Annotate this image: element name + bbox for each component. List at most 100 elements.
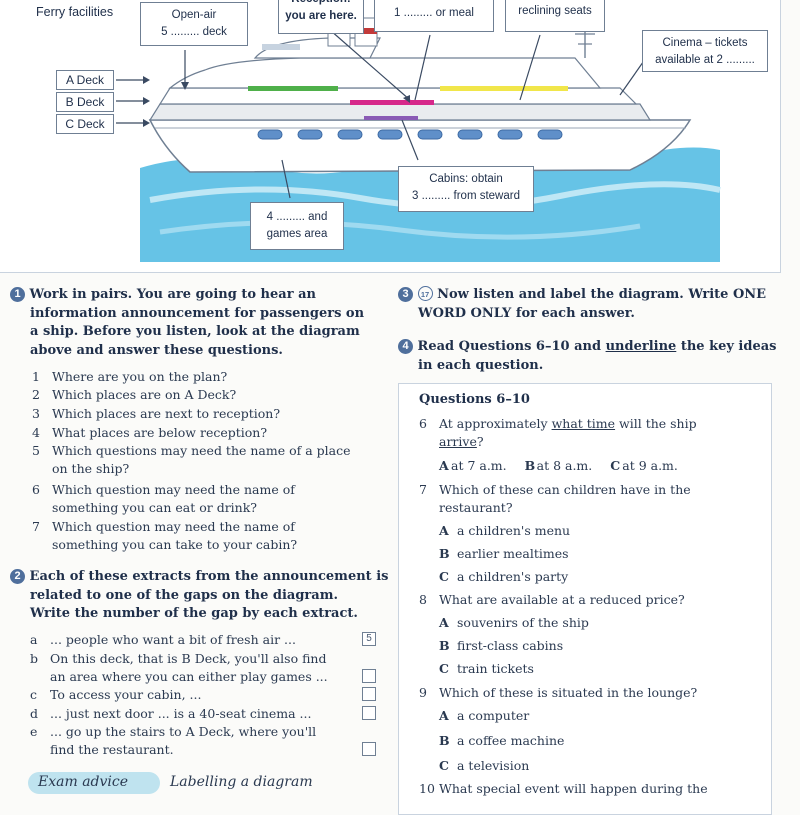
bar-purple	[364, 116, 418, 120]
question-number: 8	[419, 592, 427, 607]
option-text: at 8 a.m.	[536, 458, 593, 473]
item-text: To access your cabin, ...	[50, 687, 202, 702]
callout-reception: Reception: you are here.	[278, 0, 364, 34]
list-item: e... go up the stairs to A Deck, where y…	[30, 723, 316, 759]
option-letter: B	[439, 638, 450, 653]
bar-yellow	[440, 86, 568, 91]
callout-cabins: Cabins: obtain 3 ......... from steward	[398, 166, 534, 212]
exam-advice-bar: Exam advice Labelling a diagram	[28, 772, 376, 794]
item-number: 7	[32, 519, 40, 534]
answer-box-c[interactable]	[362, 687, 376, 701]
callout-text: Cabins: obtain	[429, 173, 503, 185]
callout-reclining-seats: reclining seats	[505, 0, 605, 32]
item-text: Which places are next to reception?	[52, 406, 281, 421]
option-letter: A	[439, 615, 449, 630]
question-text: At approximately	[439, 416, 552, 431]
exercise-number: 2	[10, 569, 25, 584]
heading-line: a ship. Before you listen, look at the d…	[30, 324, 360, 339]
audio-track-icon[interactable]: 17	[417, 286, 433, 301]
exercise-number: 3	[398, 287, 413, 302]
list-item: a ... people who want a bit of fresh air …	[30, 631, 296, 649]
option-letter: C	[610, 458, 621, 473]
heading-line: Each of these extracts from the announce…	[29, 569, 389, 584]
callout-text: games area	[266, 228, 328, 240]
exam-advice-topic: Labelling a diagram	[170, 774, 313, 790]
item-letter: e	[30, 724, 38, 739]
option-letter: C	[439, 661, 449, 676]
exam-advice-label: Exam advice	[38, 774, 129, 790]
item-text: ... people who want a bit of fresh air .…	[50, 632, 296, 647]
option-letter: A	[439, 458, 449, 473]
item-text: Which places are on A Deck?	[52, 387, 237, 402]
item-text: What places are below reception?	[52, 425, 268, 440]
deck-a	[168, 57, 602, 89]
answer-box-e[interactable]	[362, 742, 376, 756]
option-text: train tickets	[457, 661, 534, 676]
callout-text: available at 2 .........	[655, 54, 755, 66]
callout-text: 5 ......... deck	[161, 26, 227, 38]
exercise-3-heading: 3 17 Now listen and label the diagram. W…	[398, 286, 778, 323]
bar-green	[248, 86, 338, 91]
option-text: a television	[457, 758, 530, 773]
answer-box-d[interactable]	[362, 706, 376, 720]
exercise-number: 1	[10, 287, 25, 302]
list-item: 4 What places are below reception?	[32, 424, 267, 442]
option-text: a children's menu	[457, 523, 571, 538]
option-text: first-class cabins	[457, 638, 564, 653]
callout-games-area: 4 ......... and games area	[250, 202, 344, 250]
option-text: at 7 a.m.	[451, 458, 507, 473]
question-text: Which of these is situated in the lounge…	[439, 685, 698, 700]
heading-line: WORD ONLY for each answer.	[418, 305, 635, 321]
callout-text: Reception:	[279, 0, 363, 8]
question-number: 10	[419, 781, 435, 796]
callout-text: Open-air	[171, 9, 217, 21]
exercise-1-heading: 1 Work in pairs. You are going to hear a…	[10, 286, 380, 360]
option-text: earlier mealtimes	[457, 546, 569, 561]
option[interactable]: Bat 8 a.m.	[525, 458, 593, 473]
item-text: Which question may need the name of	[52, 519, 295, 534]
question-underlined: what time	[551, 416, 616, 431]
option-text: at 9 a.m.	[622, 458, 678, 473]
list-item: c To access your cabin, ...	[30, 686, 201, 704]
option-text: a coffee machine	[457, 733, 565, 748]
item-letter: c	[30, 687, 38, 702]
answer-box-b[interactable]	[362, 669, 376, 683]
diagram-title: Ferry facilities	[36, 5, 114, 19]
option-text: souvenirs of the ship	[457, 615, 589, 630]
ship-diagram-panel: Ferry facilities A Deck B Deck C Deck Op…	[0, 0, 781, 273]
question-text: ?	[476, 434, 484, 449]
deck-label-c: C Deck	[56, 114, 114, 134]
exercise-4-heading: 4 Read Questions 6–10 and underline the …	[398, 338, 778, 375]
answer-box-a[interactable]: 5	[362, 632, 376, 646]
callout-gap-1: 1 ......... or meal	[374, 0, 494, 32]
item-text: an area where you can either play games …	[50, 669, 328, 684]
question-number: 6	[419, 416, 427, 431]
question-text: Which of these can children have in the	[439, 482, 691, 497]
heading-text: Read Questions 6–10 and	[417, 339, 606, 354]
item-number: 3	[32, 406, 40, 421]
item-number: 4	[32, 425, 40, 440]
item-letter: a	[30, 632, 38, 647]
exercise-2-heading: 2 Each of these extracts from the announ…	[10, 568, 390, 624]
heading-line: related to one of the gaps on the diagra…	[30, 587, 338, 603]
item-number: 6	[32, 482, 40, 497]
callout-cinema: Cinema – tickets available at 2 ........…	[642, 30, 768, 72]
option-letter: A	[439, 708, 449, 723]
